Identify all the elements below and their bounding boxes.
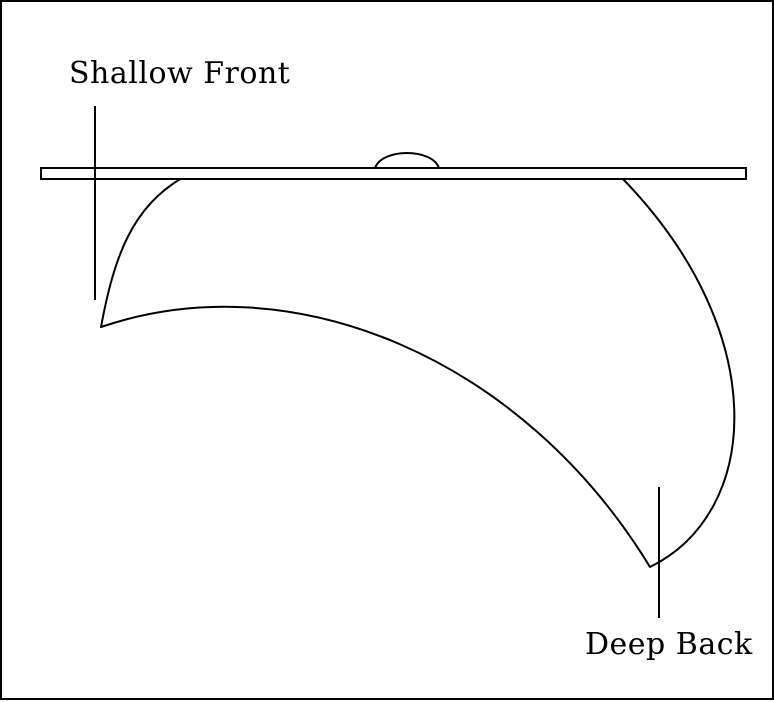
shallow-front-label: Shallow Front [69,56,291,91]
crescent-shape [100,177,736,568]
top-bar [40,167,747,180]
dome-knob [374,152,440,169]
deep-back-label: Deep Back [585,627,753,662]
